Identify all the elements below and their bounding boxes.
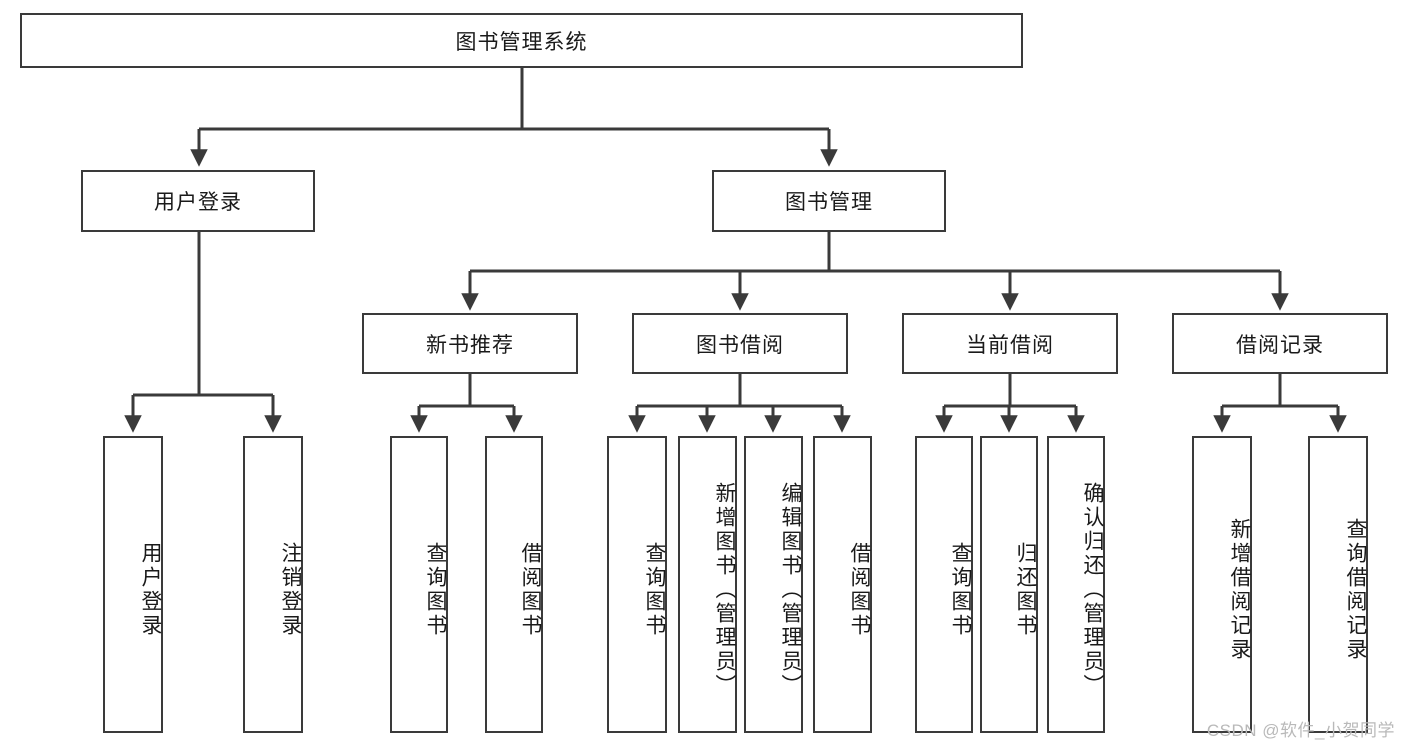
node-label: 图书借阅 bbox=[696, 333, 784, 357]
leaf-query-book-current[interactable]: 查询图书 bbox=[915, 436, 973, 733]
leaf-add-book[interactable]: 新增图书（管理员） bbox=[678, 436, 737, 733]
leaf-query-book-recommend[interactable]: 查询图书 bbox=[390, 436, 448, 733]
leaf-add-borrow-record[interactable]: 新增借阅记录 bbox=[1192, 436, 1252, 733]
node-book-management-system[interactable]: 图书管理系统 bbox=[20, 13, 1023, 68]
node-label: 图书管理系统 bbox=[455, 30, 588, 54]
node-label: 归还图书 bbox=[1014, 541, 1037, 638]
leaf-logout[interactable]: 注销登录 bbox=[243, 436, 303, 733]
node-book-management[interactable]: 图书管理 bbox=[712, 170, 946, 232]
node-label: 用户登录 bbox=[139, 541, 162, 638]
node-current-borrow[interactable]: 当前借阅 bbox=[902, 313, 1118, 374]
node-label: 注销登录 bbox=[279, 541, 302, 638]
node-label: 确认归还（管理员） bbox=[1081, 481, 1104, 698]
watermark: CSDN @软件_小贺同学 bbox=[1206, 721, 1395, 740]
node-label: 新增图书（管理员） bbox=[713, 481, 736, 698]
leaf-user-login[interactable]: 用户登录 bbox=[103, 436, 163, 733]
leaf-edit-book[interactable]: 编辑图书（管理员） bbox=[744, 436, 803, 733]
node-borrow-record[interactable]: 借阅记录 bbox=[1172, 313, 1388, 374]
node-label: 借阅图书 bbox=[848, 541, 871, 638]
leaf-return-book[interactable]: 归还图书 bbox=[980, 436, 1038, 733]
leaf-query-book-borrow[interactable]: 查询图书 bbox=[607, 436, 667, 733]
node-label: 新增借阅记录 bbox=[1228, 517, 1251, 662]
node-label: 查询图书 bbox=[949, 541, 972, 638]
node-label: 借阅记录 bbox=[1236, 333, 1324, 357]
node-new-book-recommend[interactable]: 新书推荐 bbox=[362, 313, 578, 374]
node-label: 查询图书 bbox=[643, 541, 666, 638]
node-label: 图书管理 bbox=[785, 191, 873, 214]
node-label: 查询图书 bbox=[424, 541, 447, 638]
node-label: 新书推荐 bbox=[426, 333, 514, 357]
leaf-borrow-book-recommend[interactable]: 借阅图书 bbox=[485, 436, 543, 733]
leaf-borrow-book[interactable]: 借阅图书 bbox=[813, 436, 872, 733]
node-user-login[interactable]: 用户登录 bbox=[81, 170, 315, 232]
leaf-confirm-return[interactable]: 确认归还（管理员） bbox=[1047, 436, 1105, 733]
node-label: 当前借阅 bbox=[966, 333, 1054, 357]
node-label: 借阅图书 bbox=[519, 541, 542, 638]
node-book-borrow[interactable]: 图书借阅 bbox=[632, 313, 848, 374]
node-label: 用户登录 bbox=[154, 191, 242, 214]
leaf-query-borrow-record[interactable]: 查询借阅记录 bbox=[1308, 436, 1368, 733]
node-label: 查询借阅记录 bbox=[1344, 517, 1367, 662]
node-label: 编辑图书（管理员） bbox=[779, 481, 802, 698]
